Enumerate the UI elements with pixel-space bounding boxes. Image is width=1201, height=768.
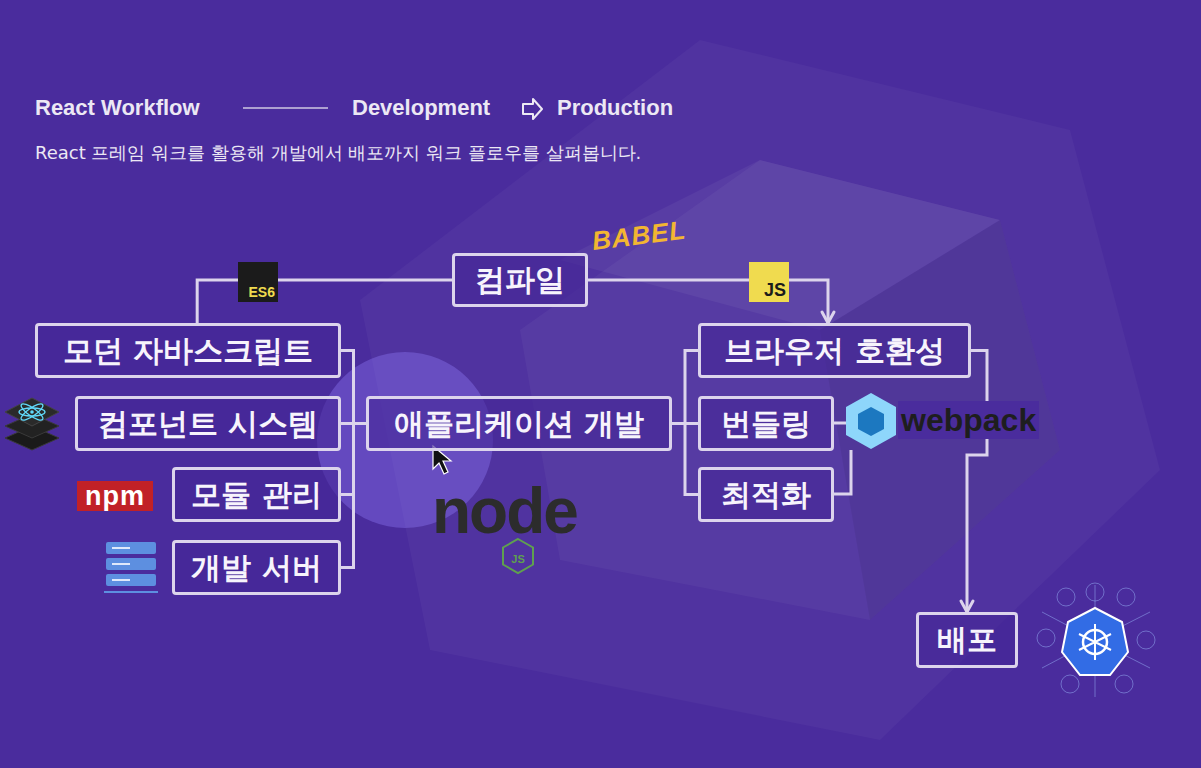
k8s-heptagon (1062, 608, 1128, 675)
connector-line (672, 351, 698, 424)
box-label: 컴포넌트 시스템 (98, 406, 318, 442)
server-slot (112, 579, 130, 581)
connector-line (341, 351, 366, 424)
connector (341, 424, 366, 568)
js-badge: JS (749, 262, 789, 302)
server-slot (112, 547, 130, 549)
logo-text: JS (511, 553, 524, 565)
connector-line (672, 424, 698, 495)
process-box: 최적화 (698, 467, 834, 522)
server-slot (112, 563, 130, 565)
header-rule (243, 107, 328, 109)
satellite-icon (1057, 588, 1075, 606)
connector (197, 280, 452, 323)
process-box: 개발 서버 (172, 540, 341, 595)
box-label: 컴파일 (475, 262, 565, 298)
box-label: 모던 자바스크립트 (63, 333, 313, 369)
nodejs-logo: node (432, 476, 577, 546)
box-label: 브라우저 호환성 (724, 333, 944, 369)
react-icon (5, 398, 59, 450)
npm-logo: npm (77, 481, 153, 511)
stage-label: Development (352, 95, 490, 121)
connector-line (197, 280, 452, 323)
process-box: 컴포넌트 시스템 (75, 396, 341, 451)
process-box: 애플리케이션 개발 (366, 396, 672, 451)
webpack-outer (846, 393, 896, 449)
kubernetes-icon (1037, 583, 1155, 697)
arrow-head (822, 312, 834, 323)
atom-orbit (19, 401, 45, 422)
connector-line (588, 280, 828, 323)
satellite-icon (1086, 583, 1104, 601)
webpack-icon (846, 393, 896, 449)
process-box: 컴파일 (452, 253, 588, 307)
badge-text: ES6 (249, 284, 275, 300)
process-box: 배포 (916, 612, 1018, 668)
connector (672, 351, 698, 424)
logo-text: webpack (901, 402, 1036, 438)
atom-core (30, 410, 34, 414)
box-label: 모듈 관리 (191, 477, 321, 513)
connector-line (967, 351, 987, 613)
server-unit (106, 542, 156, 554)
stage-text: Development (352, 95, 490, 120)
layer-plate (5, 398, 59, 426)
logo-text: npm (85, 481, 145, 511)
satellite-icon (1137, 631, 1155, 649)
webpack-link (834, 423, 851, 494)
badge-text: JS (764, 280, 786, 301)
connector (341, 351, 366, 424)
header-arrow (523, 99, 542, 119)
caption: React 프레임 워크를 활용해 개발에서 배포까지 워크 플로우를 살펴봅니… (35, 141, 641, 165)
box-label: 애플리케이션 개발 (394, 406, 644, 442)
server-icon (104, 542, 158, 592)
nodejs-badge: JS (508, 549, 528, 567)
caption-text: React 프레임 워크를 활용해 개발에서 배포까지 워크 플로우를 살펴봅니… (35, 142, 641, 163)
satellite-icon (1115, 675, 1133, 693)
satellite-icon (1117, 588, 1135, 606)
process-box: 모듈 관리 (172, 467, 341, 522)
logo-text: node (432, 475, 577, 547)
connector (672, 424, 698, 495)
server-unit (106, 558, 156, 570)
es6-badge: ES6 (238, 262, 278, 302)
box-label: 최적화 (721, 477, 811, 513)
box-label: 개발 서버 (191, 550, 321, 586)
connector (961, 351, 987, 613)
process-box: 모던 자바스크립트 (35, 323, 341, 378)
satellite-icon (1061, 675, 1079, 693)
cube-shape (520, 160, 1060, 620)
connector (588, 280, 834, 323)
title-text: React Workflow (35, 95, 200, 120)
title: React Workflow (35, 95, 200, 121)
process-box: 브라우저 호환성 (698, 323, 971, 378)
webpack-logo: webpack (898, 401, 1039, 439)
satellite-icon (1037, 629, 1055, 647)
box-label: 번들링 (721, 406, 811, 442)
cube-face (820, 220, 1060, 620)
stage-label: Production (557, 95, 673, 121)
atom-orbit (19, 401, 45, 422)
process-box: 번들링 (698, 396, 834, 451)
helm-spokes (1079, 624, 1111, 660)
server-unit (106, 574, 156, 586)
server-base (104, 591, 158, 593)
box-label: 배포 (937, 622, 997, 658)
stage-text: Production (557, 95, 673, 120)
connector-line (341, 424, 366, 568)
webpack-inner (858, 407, 884, 436)
arrow-head (961, 601, 973, 612)
